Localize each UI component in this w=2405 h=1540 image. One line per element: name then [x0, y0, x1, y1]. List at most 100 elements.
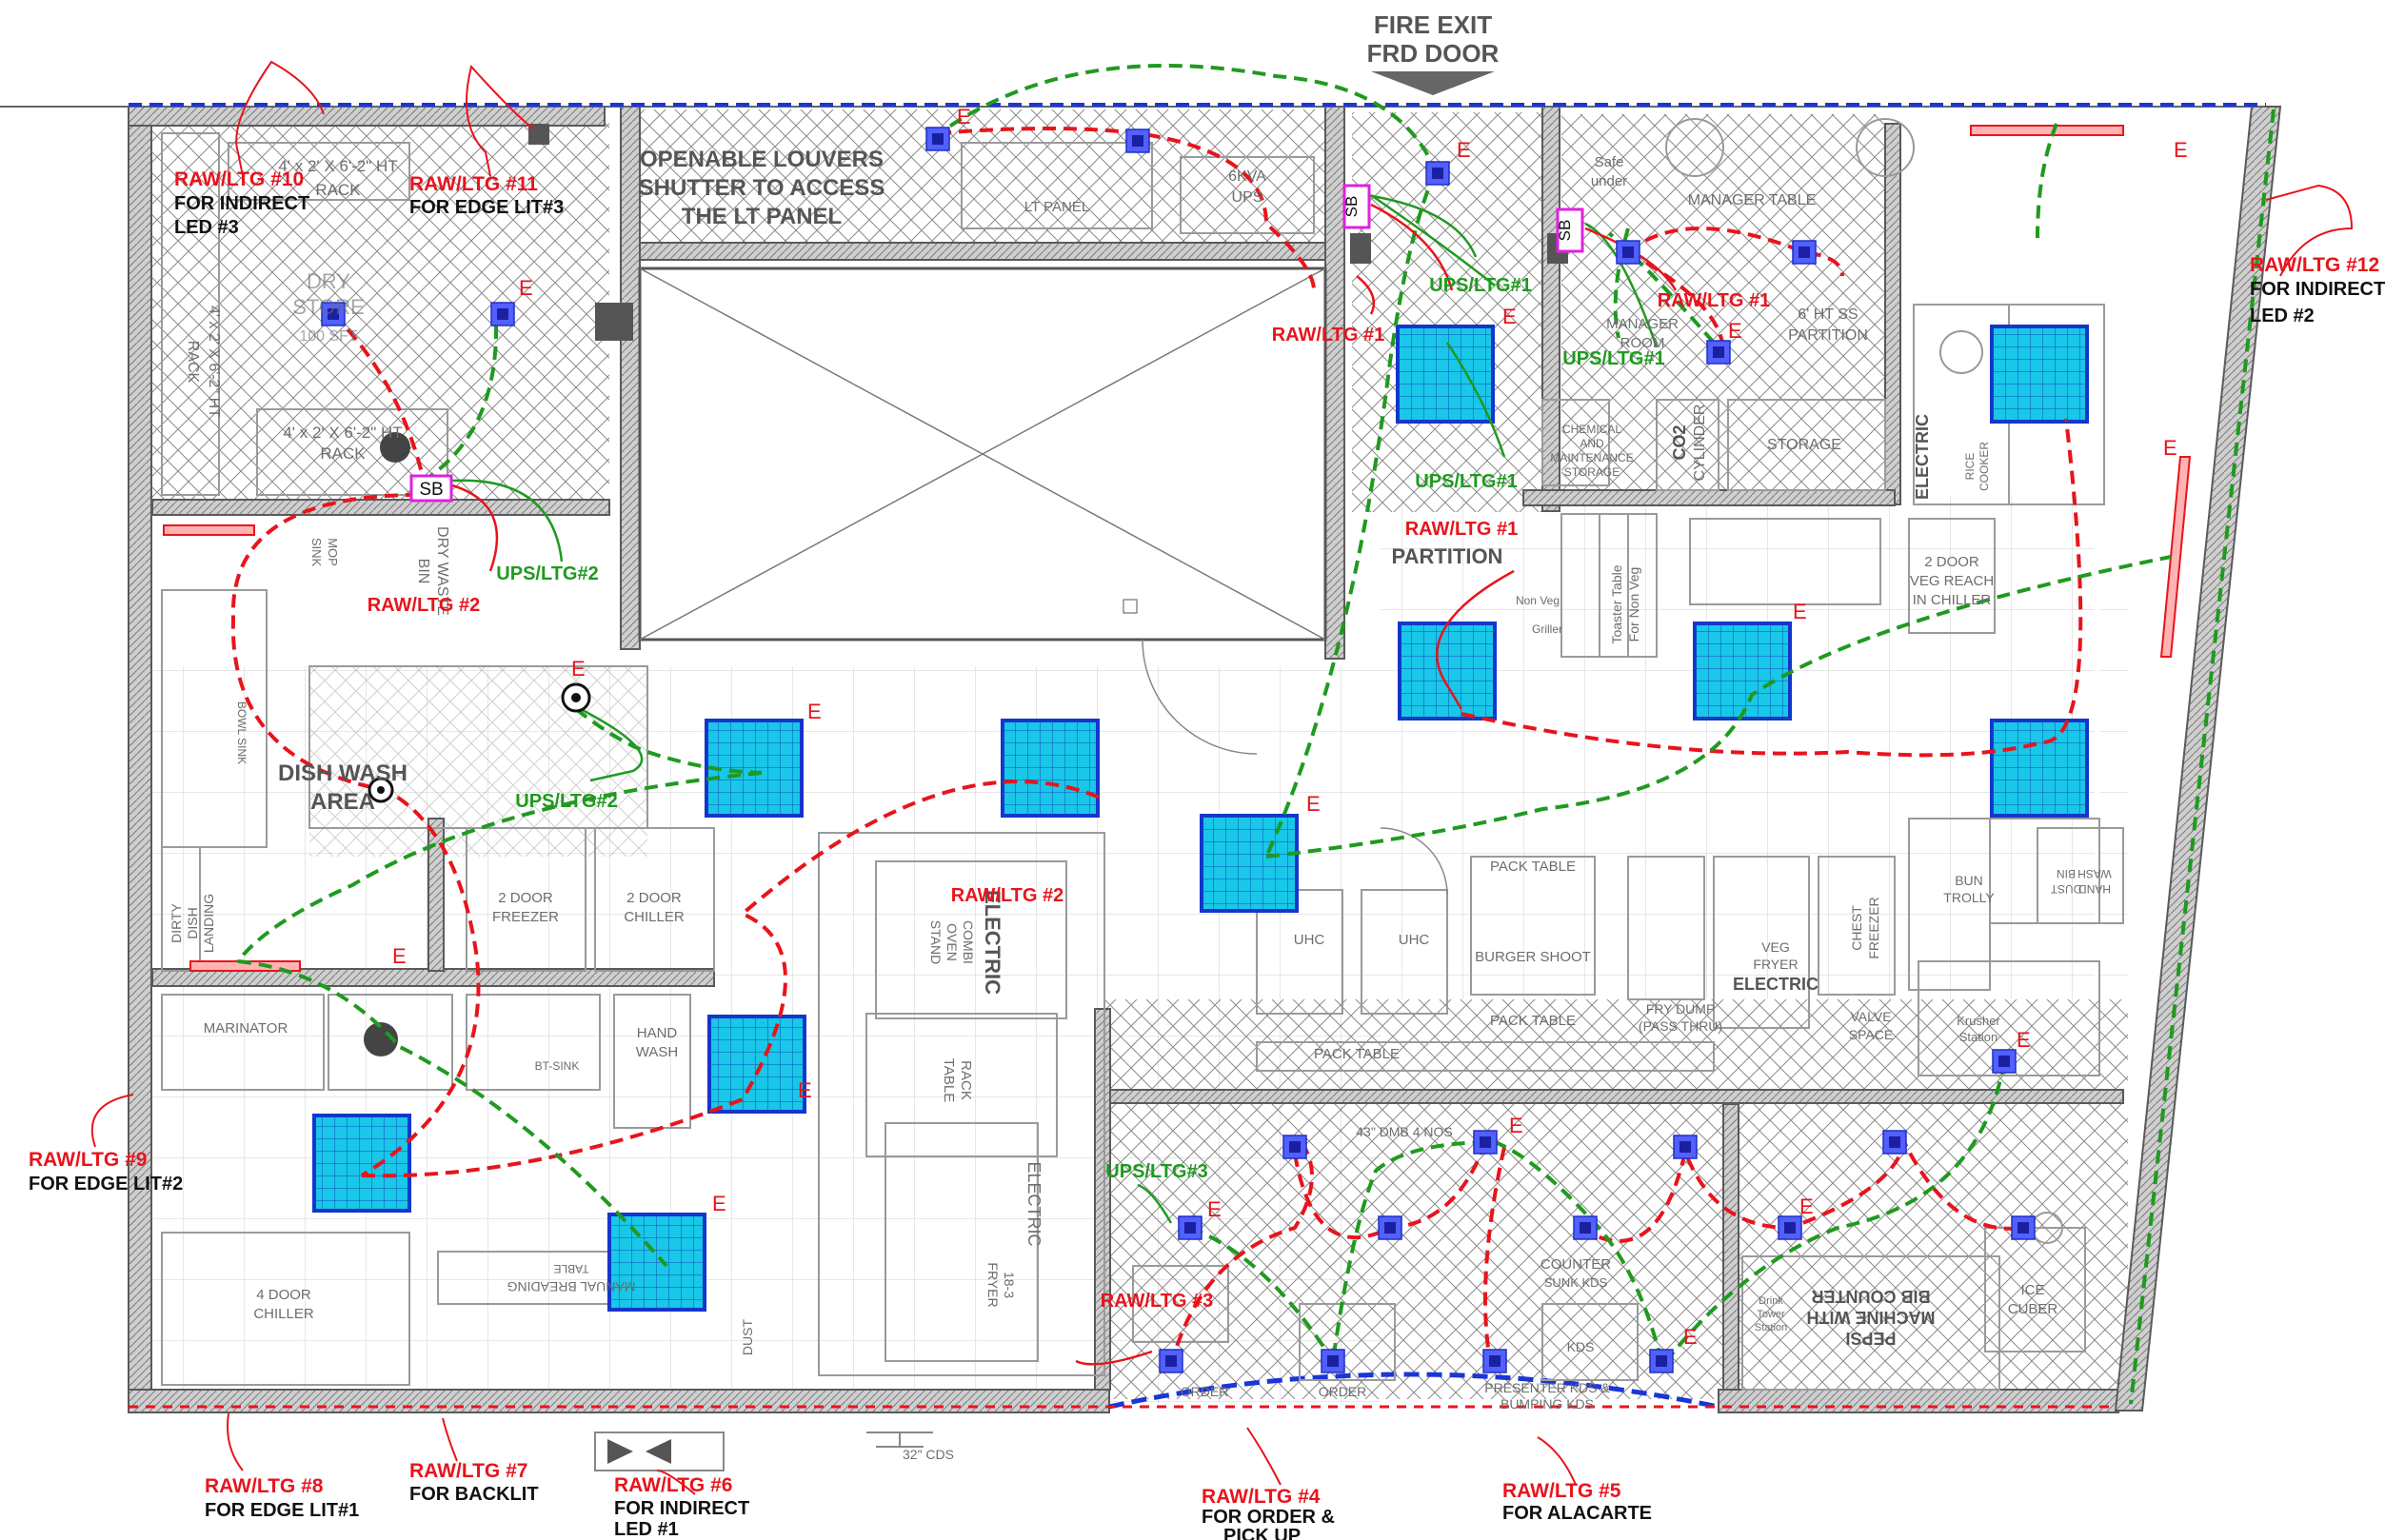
- light-fixture-icon: [1882, 1130, 1907, 1155]
- emergency-mark: E: [1207, 1197, 1222, 1221]
- valve-2: SPACE: [1849, 1027, 1893, 1042]
- dry-store-1: DRY: [307, 269, 350, 293]
- combi-4: STAND: [928, 920, 944, 964]
- light-fixture-icon: [1778, 1215, 1802, 1240]
- presenter-2: BUMPING KDS: [1501, 1396, 1594, 1412]
- light-fixture-icon: [1573, 1215, 1598, 1240]
- note-ltg4: RAW/LTG #4 FOR ORDER & PICK UP: [1202, 1486, 1335, 1540]
- light-fixture-icon: [925, 127, 950, 151]
- light-fixture-icon: [1178, 1215, 1202, 1240]
- veg-reach-1: 2 DOOR: [1924, 554, 1979, 570]
- chemical-2: AND: [1580, 437, 1604, 450]
- lt-panel-label: LT PANEL: [1024, 199, 1089, 215]
- light-fixture-icon: [1706, 340, 1731, 365]
- freezer-2: FREEZER: [492, 909, 559, 925]
- dish-wash-1: DISH WASH: [278, 760, 407, 786]
- emergency-mark: E: [1306, 792, 1321, 816]
- counter-kds-2: SUNK KDS: [1544, 1275, 1608, 1290]
- emergency-mark: E: [712, 1192, 726, 1215]
- louvers-label-2: SHUTTER TO ACCESS: [639, 175, 885, 201]
- griller-1: Non Veg: [1516, 594, 1560, 607]
- partition: PARTITION: [1392, 544, 1503, 568]
- note-ltg9-title: RAW/LTG #9: [29, 1149, 147, 1171]
- light-fixture-icon: [1159, 1349, 1183, 1373]
- emergency-mark: E: [1502, 305, 1517, 328]
- fixture-details: [364, 118, 2063, 1471]
- ups-label-ups1_c: UPS/LTG#1: [1415, 471, 1517, 492]
- pack-table-3: PACK TABLE: [1314, 1046, 1400, 1062]
- chest-1: CHEST: [1849, 905, 1864, 951]
- note-ltg5-title: RAW/LTG #5: [1502, 1480, 1621, 1502]
- chiller-2: CHILLER: [624, 909, 685, 925]
- edge-lit-right: [2129, 109, 2276, 1405]
- co2-2: CYLINDER: [1692, 405, 1708, 482]
- note-ltg12: RAW/LTG #12 FOR INDIRECT LED #2: [2250, 254, 2385, 326]
- square-panel-light-icon: [1398, 622, 1497, 721]
- presenter-1: PRESENTER KDS &: [1484, 1380, 1610, 1395]
- dry-store-3: 100 SFT: [299, 328, 358, 345]
- frd-door-label: FRD DOOR: [1367, 39, 1500, 68]
- emergency-mark: E: [1683, 1325, 1698, 1349]
- krusher-2: Station: [1959, 1030, 1998, 1044]
- breading-1: MANUAL BREADING: [507, 1279, 636, 1294]
- light-fixture-icon: [1792, 240, 1817, 265]
- light-fixture-icon: [490, 302, 515, 326]
- emergency-mark: E: [2163, 436, 2177, 460]
- pepsi-2: MACHINE WITH: [1807, 1308, 1936, 1327]
- emergency-mark: E: [1793, 600, 1807, 623]
- note-ltg10-title: RAW/LTG #10: [174, 168, 304, 190]
- emergency-mark: E: [392, 944, 407, 968]
- emergency-mark: E: [2017, 1028, 2031, 1052]
- note-ltg12-line2: LED #2: [2250, 306, 2315, 326]
- circuit-label-ltg2_oven: RAW/LTG #2: [951, 885, 1064, 906]
- pepsi-3: BIB COUNTER: [1812, 1287, 1931, 1306]
- dishwash-hatch: [309, 666, 647, 857]
- kds: KDS: [1567, 1339, 1595, 1354]
- shaft-void: [638, 267, 1327, 755]
- safe-1: Safe: [1595, 154, 1624, 170]
- rack3-a: 4' x 2' X 6'-2" HT: [283, 424, 402, 442]
- electric-side: ELECTRIC: [1913, 414, 1932, 500]
- dry-bin-1: DRY WASTE: [434, 526, 450, 616]
- emergency-mark: E: [798, 1078, 812, 1102]
- ups-label-ups3: UPS/LTG#3: [1105, 1161, 1207, 1182]
- square-panel-light-icon: [1200, 814, 1299, 913]
- veg-reach-2: VEG REACH: [1910, 573, 1994, 589]
- louvers-label-3: THE LT PANEL: [682, 204, 842, 229]
- note-ltg6: RAW/LTG #6 FOR INDIRECT LED #1: [614, 1474, 749, 1540]
- fry-dump-1: FRY DUMP: [1646, 1001, 1716, 1017]
- hwb-4: BIN: [2057, 867, 2076, 880]
- drink-2: Tower: [1757, 1309, 1785, 1320]
- light-fixture-icon: [1673, 1135, 1698, 1159]
- down-arrow-icon: [1371, 71, 1495, 95]
- ss-partition-1: 6' HT SS: [1798, 306, 1858, 323]
- freezer-1: 2 DOOR: [498, 890, 553, 906]
- note-ltg6-title: RAW/LTG #6: [614, 1474, 732, 1496]
- fire-exit-label: FIRE EXIT: [1374, 10, 1492, 39]
- pack-table-1: PACK TABLE: [1490, 859, 1576, 875]
- exhaust-fan-icon: [368, 682, 591, 803]
- chemical-1: CHEMICAL: [1562, 423, 1621, 436]
- light-fixture-icon: [1125, 128, 1150, 153]
- emergency-mark: E: [2174, 138, 2188, 162]
- rack-table-1: RACK: [958, 1060, 974, 1100]
- hand-wash-1: HAND: [637, 1025, 678, 1041]
- ice-2: CUBER: [2008, 1301, 2058, 1317]
- sb-lt-label: SB: [1342, 196, 1361, 218]
- toaster-1: Toaster Table: [1609, 564, 1624, 643]
- toaster-2: For Non Veg: [1626, 567, 1641, 642]
- dmb: 43" DMB 4 NOS: [1356, 1124, 1452, 1139]
- veg-fryer-1: VEG: [1761, 939, 1790, 955]
- walls: [128, 106, 2124, 1413]
- chemical-4: STORAGE: [1564, 465, 1620, 479]
- veg-fryer-2: FRYER: [1753, 957, 1798, 972]
- circuit-label-ltg1_part: RAW/LTG #1: [1405, 519, 1519, 540]
- ups-label-1: 6KVA: [1228, 168, 1266, 185]
- hand-wash-2: WASH: [636, 1044, 678, 1060]
- note-ltg9: RAW/LTG #9 FOR EDGE LIT#2: [29, 1149, 183, 1194]
- sb-dry-label: SB: [419, 480, 443, 500]
- note-ltg7-title: RAW/LTG #7: [409, 1460, 527, 1482]
- note-ltg8-line1: FOR EDGE LIT#1: [205, 1500, 359, 1521]
- fryer-1: 18-3: [1002, 1272, 1017, 1298]
